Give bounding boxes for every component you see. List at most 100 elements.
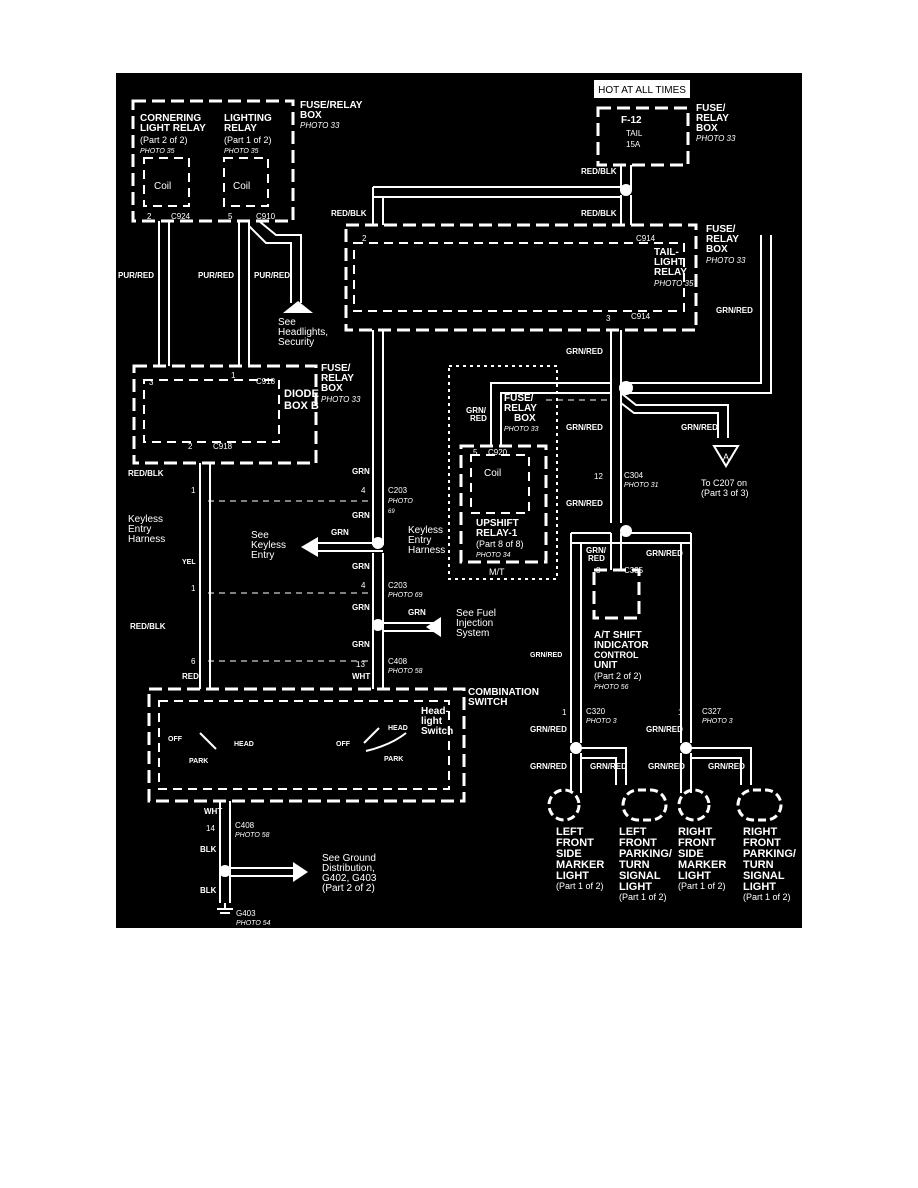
text: BOX [514,413,536,424]
text: 4 [361,581,366,590]
text: 14 [206,824,215,833]
text: LEFT [556,826,584,838]
text: RED/BLK [128,469,164,478]
text: LIGHT [654,257,684,268]
text: TAIL- [654,247,679,258]
combination-switch-box [147,687,466,803]
text: 8 [596,566,601,575]
text: PUR/RED [254,271,290,280]
text: OFF [168,736,183,743]
text: M/T [489,567,505,577]
text: 1 [191,486,196,495]
text: Keyless [128,514,163,525]
text: 1 [562,708,567,717]
text: FUSE/RELAY [300,100,363,111]
right-parking-turn-light [736,788,783,822]
cornering-lighting-relay-box [131,99,295,223]
cornering-relay-coil-box [143,157,190,207]
text: PUR/RED [198,271,234,280]
text: Distribution, [322,863,375,874]
text: GRN [408,608,426,617]
text: RED/BLK [581,209,617,218]
text: GRN/RED [566,347,603,356]
text: RED/BLK [331,209,367,218]
text: RELAY [696,113,729,124]
text: See Ground [322,853,376,864]
diode-inner-box [143,379,280,443]
text: GRN [331,528,349,537]
text: PHOTO 58 [235,832,270,839]
text: PHOTO [388,498,413,505]
text: C910 [256,212,276,221]
text: GRN/RED [566,499,603,508]
text: See Fuel [456,608,496,619]
text: TURN [743,859,774,871]
text: TAIL [626,129,643,138]
at-shift-indicator-unit-box [592,568,641,620]
text: FRONT [743,837,781,849]
text: Entry [128,524,151,535]
text: (Part 2 of 2) [322,883,375,894]
text: Headlights, [278,327,328,338]
text: 2 [147,212,152,221]
text: RELAY [654,267,687,278]
text: LIGHT [678,870,711,882]
text: Coil [154,181,171,192]
text: FRONT [556,837,594,849]
text: CONTROL [594,650,639,660]
text: FUSE/ [504,393,534,404]
fuse-f12-box [596,106,690,167]
text: PHOTO 3 [586,718,617,725]
text: C203 [388,486,408,495]
text: SIDE [556,848,582,860]
text: RED/BLK [130,622,166,631]
text: BOX B [284,400,319,412]
text: LIGHT RELAY [140,123,206,134]
text: See [278,317,296,328]
combination-switch-inner [158,700,450,790]
text: Entry [408,535,431,546]
text: (Part 1 of 2) [743,892,791,902]
text: Keyless [251,540,286,551]
text: 13 [356,660,365,669]
text: PHOTO 69 [388,592,423,599]
text: (Part 1 of 2) [678,881,726,891]
text: C408 [235,821,255,830]
text: GRN/RED [648,762,685,771]
text: HEAD [234,741,254,748]
text: RELAY [504,403,537,414]
text: PARK [384,756,403,763]
text: OFF [336,741,351,748]
text: RED/BLK [581,167,617,176]
text: Head- [421,706,449,717]
text: (Part 1 of 2) [224,135,272,145]
taillight-relay-inner [353,242,685,312]
text: Security [278,337,314,348]
text: A [723,452,729,462]
text: light [421,716,443,727]
text: (Part 8 of 8) [476,539,524,549]
text: RED [470,414,487,423]
text: G403 [236,909,256,918]
text: Switch [421,726,453,737]
text: GRN [352,640,370,649]
text: GRN/ [586,546,607,555]
text: System [456,628,489,639]
text: RELAY [706,234,739,245]
text: 5 [473,448,478,457]
text: SIGNAL [743,870,785,882]
text: FRONT [678,837,716,849]
text: LIGHT [619,881,652,893]
text: UNIT [594,660,617,671]
text: PHOTO 33 [504,426,539,433]
text: PHOTO 31 [624,482,659,489]
text: BOX [706,244,728,255]
text: Entry [251,550,274,561]
text: Harness [128,534,165,545]
text: DIODE [284,388,319,400]
text: 2 [188,442,193,451]
text: HEAD [388,725,408,732]
text: 1 [191,584,196,593]
text: C918 [213,442,233,451]
text: 1 [231,371,236,380]
